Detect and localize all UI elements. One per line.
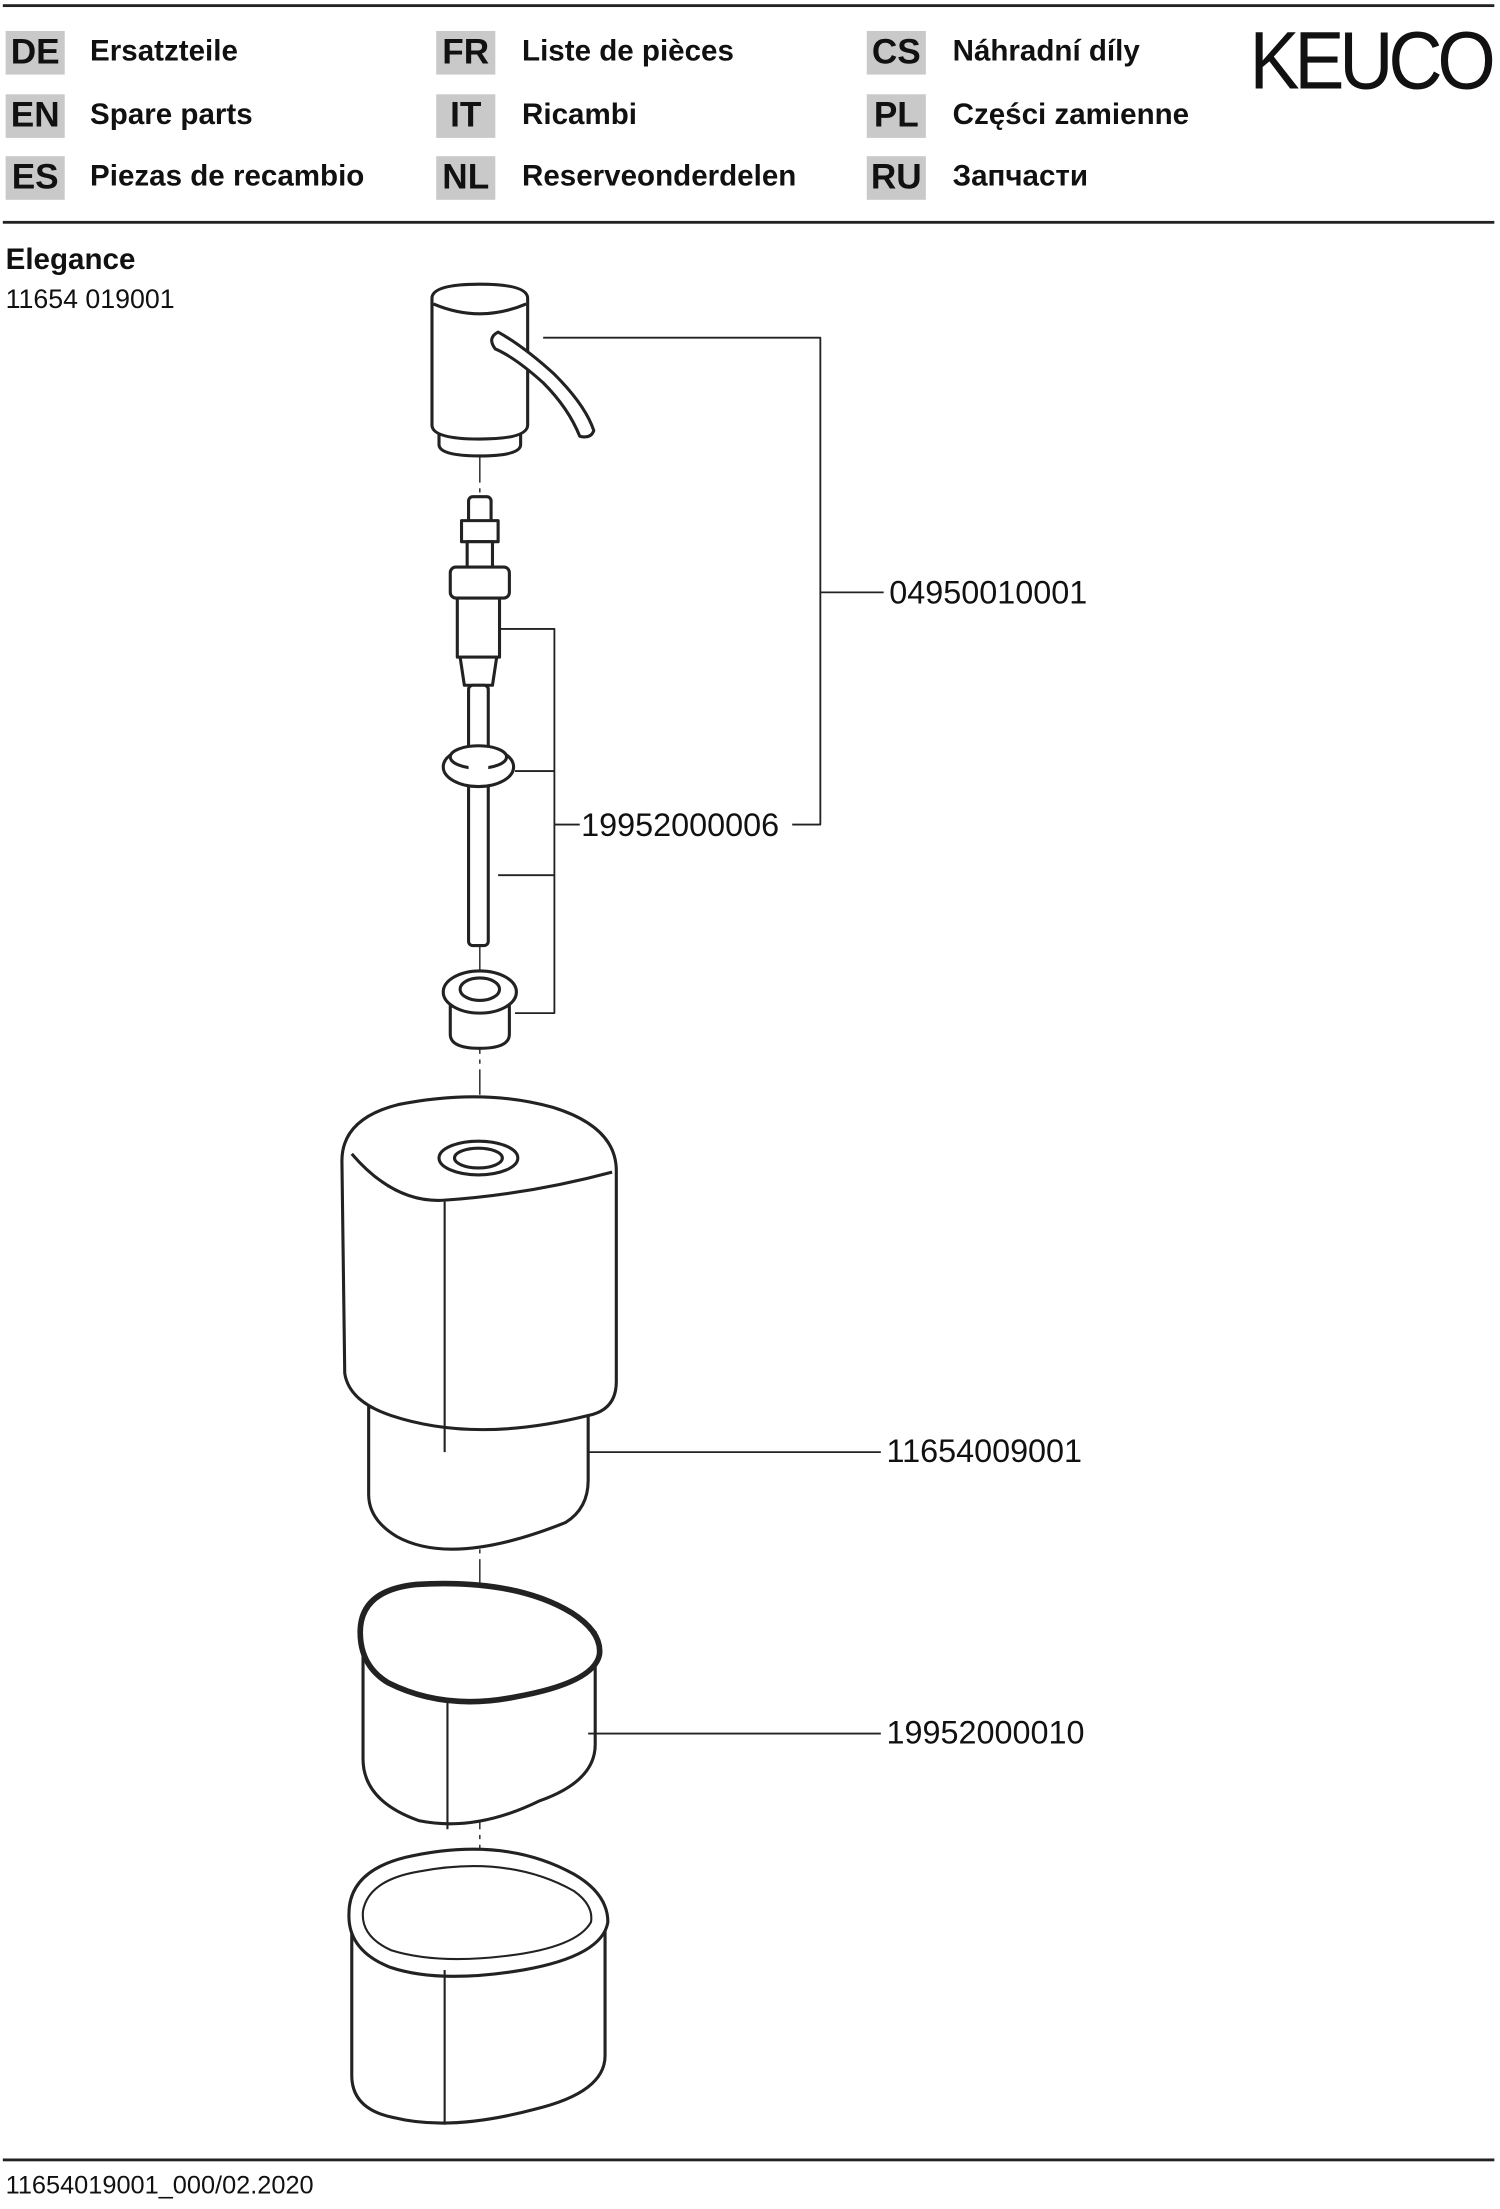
pump-cartridge [441, 495, 516, 948]
lang-label-en: Spare parts [90, 98, 253, 131]
lang-label-es: Piezas de recambio [90, 160, 365, 193]
container [340, 1095, 618, 1551]
top-rule [2, 4, 1495, 8]
leader-lines [498, 336, 884, 1735]
part-number-seal: 19952000010 [886, 1713, 1085, 1751]
lang-code-de: DE [5, 30, 65, 75]
valve-insert [441, 969, 518, 1050]
lang-code-ru: RU [866, 156, 926, 200]
part-number-pump-head: 04950010001 [889, 574, 1088, 611]
lang-label-fr: Liste de pièces [522, 35, 734, 68]
product-number: 11654 019001 [5, 285, 175, 316]
header-rule [2, 220, 1495, 224]
lang-code-cs: CS [866, 30, 926, 75]
lang-code-pl: PL [866, 94, 926, 138]
part-number-container: 11654009001 [886, 1432, 1083, 1470]
part-number-pump-cartridge: 19952000006 [581, 806, 780, 843]
lang-label-pl: Części zamienne [952, 98, 1190, 131]
lang-label-ru: Запчасти [952, 160, 1089, 193]
lang-label-cs: Náhradní díly [952, 35, 1140, 68]
brand-logo: KEUCO [1249, 15, 1496, 107]
seal-ring [357, 1580, 603, 1830]
lang-label-nl: Reserveonderdelen [522, 160, 797, 193]
lang-code-en: EN [5, 94, 65, 138]
lang-label-it: Ricambi [522, 98, 637, 131]
lang-code-es: ES [5, 156, 65, 200]
footer-rule [2, 2158, 1495, 2162]
lang-label-de: Ersatzteile [90, 35, 238, 68]
product-name: Elegance [5, 243, 136, 276]
lang-code-fr: FR [436, 30, 496, 75]
pump-head [430, 282, 596, 458]
document-id: 11654019001_000/02.2020 [5, 2171, 314, 2200]
lang-code-nl: NL [436, 156, 496, 200]
lang-code-it: IT [436, 94, 496, 138]
bottom-cup [347, 1847, 610, 2125]
